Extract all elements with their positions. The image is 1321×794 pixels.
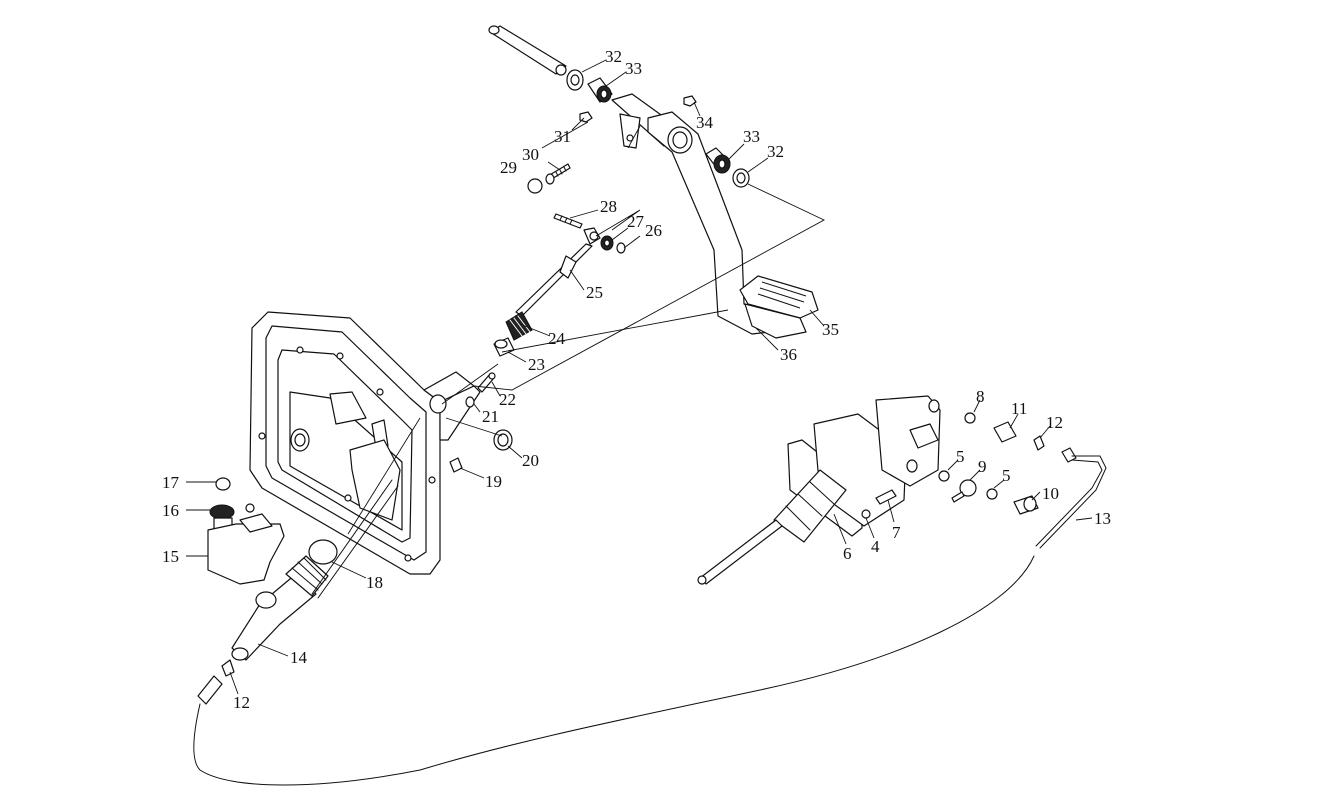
callout-15: 15: [162, 547, 179, 566]
hose-13: [193, 447, 1107, 786]
assembly-lines: [347, 121, 825, 535]
callout-20: 20: [522, 451, 539, 470]
banjo-9: [951, 479, 977, 503]
pedal-shaft: [488, 25, 567, 76]
bushing-33-upper: [587, 77, 613, 103]
washer-21: [465, 396, 475, 408]
o-ring-5-upper: [938, 470, 950, 482]
callout-28: 28: [600, 197, 617, 216]
pin-28: [553, 213, 583, 229]
callout-7: 7: [892, 523, 901, 542]
callout-33-upper: 33: [625, 59, 642, 78]
callout-21: 21: [482, 407, 499, 426]
washer-32-upper: [566, 69, 584, 91]
callout-5-lower: 5: [1002, 466, 1011, 485]
o-ring-5-lower: [986, 488, 998, 500]
washer-32-lower: [732, 168, 750, 188]
bolt-30: [545, 163, 571, 185]
clevis-fork: [583, 227, 601, 245]
nut-4: [861, 509, 871, 519]
bolt-22: [477, 372, 496, 393]
o-ring-18: [308, 539, 338, 565]
reservoir-15: [207, 513, 285, 585]
cap-29: [527, 178, 543, 194]
callout-5-upper: 5: [956, 447, 965, 466]
callout-12-master: 12: [233, 693, 250, 712]
callout-labels: 32 33 34 31 33 32 30 29 28 27 26 25 24 2…: [162, 47, 1111, 712]
booster-push-rod: [697, 519, 783, 585]
callout-13: 13: [1094, 509, 1111, 528]
callout-35: 35: [822, 320, 839, 339]
bushing-27: [600, 235, 614, 251]
callout-14: 14: [290, 648, 308, 667]
screw-7: [875, 489, 897, 505]
seal-20: [493, 429, 513, 451]
callout-32-lower: 32: [767, 142, 784, 161]
callout-31: 31: [554, 127, 571, 146]
o-ring-8: [964, 412, 976, 424]
banjo-bolt-10: [1013, 495, 1039, 515]
callout-22: 22: [499, 390, 516, 409]
callout-12-booster: 12: [1046, 413, 1063, 432]
pedal-pad-35: [739, 275, 819, 339]
pedal-bracket: [249, 311, 481, 575]
callout-33-lower: 33: [743, 127, 760, 146]
callout-17: 17: [162, 473, 180, 492]
callout-32-upper: 32: [605, 47, 622, 66]
clip-26: [616, 242, 626, 254]
callout-30: 30: [522, 145, 539, 164]
callout-24: 24: [548, 329, 566, 348]
callout-11: 11: [1011, 399, 1027, 418]
callout-9: 9: [978, 457, 987, 476]
callout-29: 29: [500, 158, 517, 177]
nut-34: [683, 95, 697, 107]
fitting-11: [993, 421, 1017, 443]
callout-26: 26: [645, 221, 662, 240]
callout-6: 6: [843, 544, 852, 563]
boot-bellows: [773, 469, 847, 543]
push-rod-25: [515, 243, 593, 317]
spring-24: [505, 311, 533, 341]
callout-23: 23: [528, 355, 545, 374]
master-cylinder-14: [231, 479, 399, 661]
callout-16: 16: [162, 501, 179, 520]
cap-17: [215, 477, 231, 491]
callout-36: 36: [780, 345, 797, 364]
callout-leaders: [186, 59, 1093, 695]
bolt-19: [449, 457, 463, 473]
clip-12-booster: [1033, 435, 1045, 451]
callout-27: 27: [627, 212, 645, 231]
clip-12-master: [221, 659, 235, 677]
hose-fitting-left: [197, 675, 223, 705]
callout-10: 10: [1042, 484, 1059, 503]
callout-25: 25: [586, 283, 603, 302]
callout-4: 4: [871, 537, 880, 556]
callout-34: 34: [696, 113, 714, 132]
callout-8: 8: [976, 387, 985, 406]
callout-18: 18: [366, 573, 383, 592]
bushing-33-lower: [705, 147, 731, 174]
callout-19: 19: [485, 472, 502, 491]
